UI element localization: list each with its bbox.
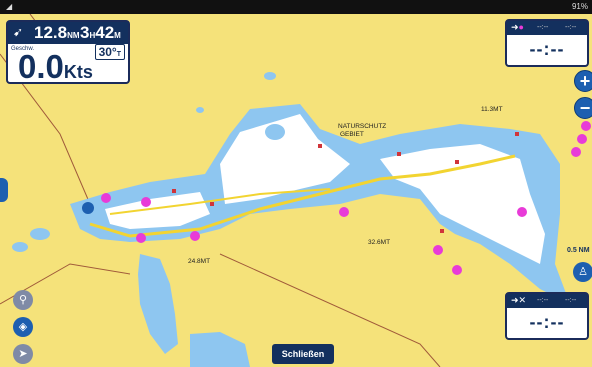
status-bar: ◢ 91% <box>0 0 592 14</box>
distance-value: 12.8NM <box>34 23 80 42</box>
distance-eta-bar: ➹ 12.8NM 3H42M <box>8 22 128 44</box>
pink-waypoint-icon: ➜● <box>511 22 524 32</box>
route-arrow-icon: ➹ <box>13 25 24 39</box>
waypoint-header: ➜✕ --:-- --:-- <box>507 294 587 308</box>
depth-label: 32.6MT <box>368 239 391 246</box>
heading-value: 30°T <box>94 44 125 60</box>
waypoint-panel-bottom[interactable]: ➜✕ --:-- --:-- --:-- <box>505 292 589 340</box>
waypoint-value: --:-- <box>529 39 565 59</box>
zoom-in-button[interactable]: + <box>574 70 592 92</box>
zoom-out-button[interactable]: − <box>574 97 592 119</box>
layers-icon[interactable]: ◈ <box>13 317 33 337</box>
speed-label: Geschw. <box>11 46 35 52</box>
battery-text: 91% <box>571 2 588 11</box>
waypoint-panel-top[interactable]: ➜● --:-- --:-- --:-- <box>505 19 589 67</box>
waypoint-field-a: --:-- <box>537 24 549 31</box>
pin-icon[interactable]: ⚲ <box>13 290 33 310</box>
depth-label: 24.8MT <box>188 258 211 265</box>
depth-label: 11.3MT <box>481 106 503 113</box>
person-icon[interactable]: ♙ <box>573 262 592 282</box>
speed-value: 0.0Kts <box>18 48 93 85</box>
waypoint-value: --:-- <box>529 312 565 332</box>
map-label-naturschutz: NATURSCHUTZ <box>338 123 387 130</box>
waypoint-header: ➜● --:-- --:-- <box>507 21 587 35</box>
route-waypoint-icon: ➜✕ <box>511 295 527 305</box>
map-label-gebiet: GEBIET <box>340 131 364 138</box>
waypoint-field-b: --:-- <box>565 297 577 304</box>
locate-icon[interactable]: ➤ <box>13 344 33 364</box>
nautical-map[interactable] <box>0 14 592 367</box>
navigation-data-panel[interactable]: ➹ 12.8NM 3H42M Geschw. 30°T 0.0Kts <box>6 20 130 84</box>
side-drawer-handle[interactable] <box>0 178 8 202</box>
map-scale: 0.5 NM <box>567 247 590 254</box>
waypoint-field-b: --:-- <box>565 24 577 31</box>
close-button[interactable]: Schließen <box>272 344 334 364</box>
eta-value: 3H42M <box>80 23 121 42</box>
waypoint-field-a: --:-- <box>537 297 549 304</box>
notification-icon: ◢ <box>6 2 13 11</box>
